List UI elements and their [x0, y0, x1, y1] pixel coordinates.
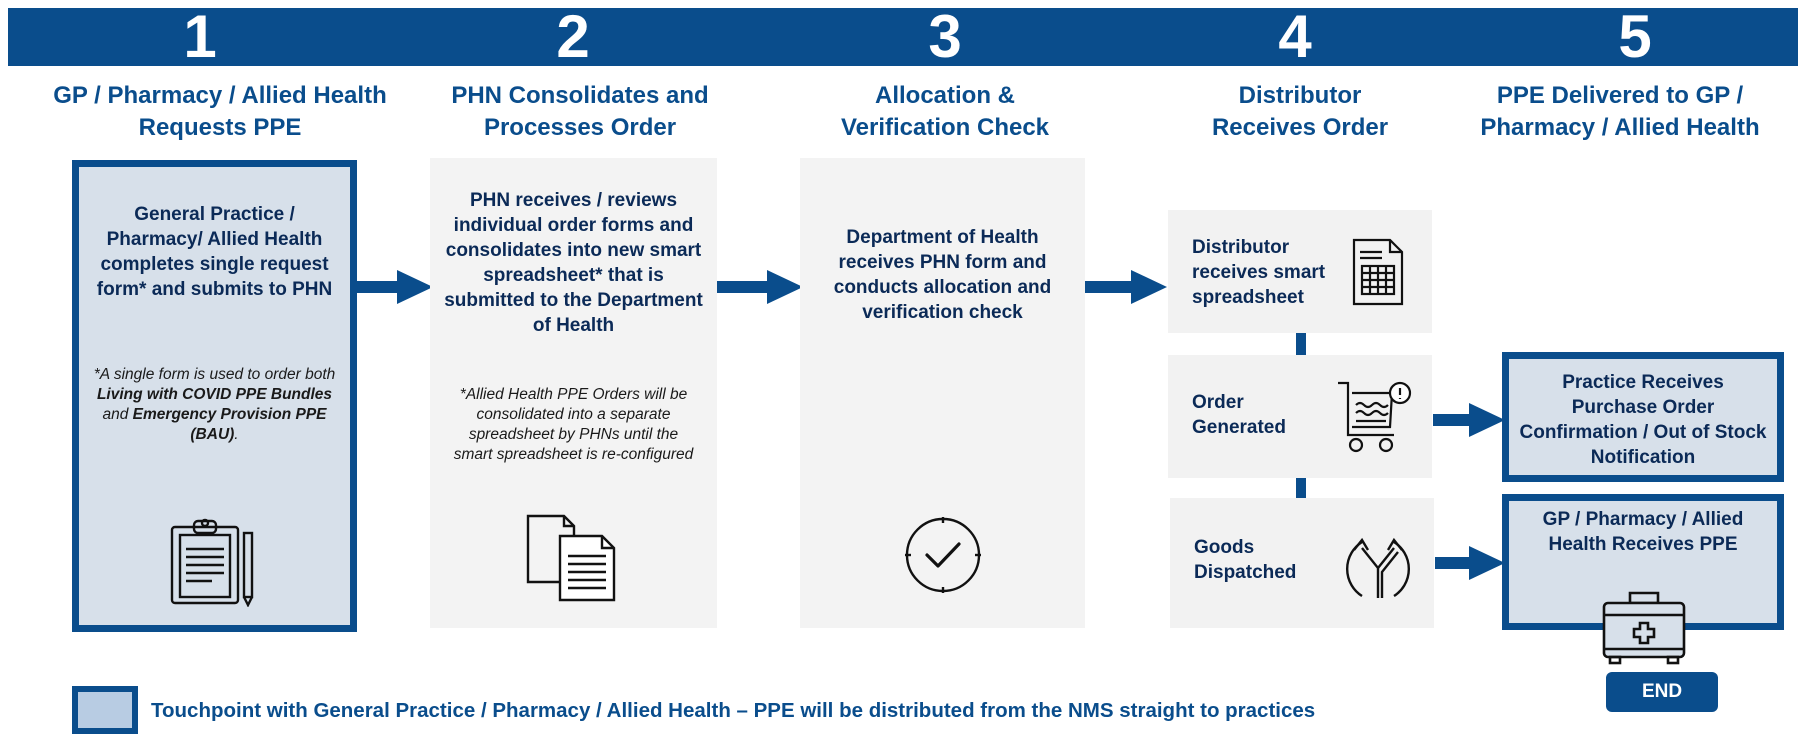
- dispatch-icon: [1345, 537, 1411, 598]
- connector-1: [1296, 333, 1306, 355]
- goods-dispatched-label: Goods Dispatched: [1194, 537, 1297, 583]
- goods-dispatched-box: Goods Dispatched: [1170, 498, 1434, 628]
- flow-arrow-dispatch-to-receive: [1435, 546, 1505, 580]
- step2-card: PHN receives / reviews individual order …: [430, 158, 717, 628]
- step2-footnote: *Allied Health PPE Orders will be consol…: [453, 386, 694, 463]
- order-generated-label: Order Generated: [1192, 392, 1286, 438]
- order-generated-box: Order Generated: [1168, 355, 1432, 478]
- first-aid-kit-icon: [1602, 591, 1686, 665]
- step-number-5: 5: [1618, 3, 1652, 70]
- step1-description: General Practice / Pharmacy/ Allied Heal…: [96, 204, 333, 300]
- step-number-3: 3: [928, 3, 962, 70]
- flow-arrow-order-to-confirmation: [1433, 403, 1505, 437]
- step1-footnote: *A single form is used to order both Liv…: [93, 366, 336, 443]
- step3-card: Department of Health receives PHN form a…: [800, 158, 1085, 628]
- flow-arrow-3-4: [1085, 270, 1167, 304]
- step-title-2: PHN Consolidates and Processes Order: [451, 82, 709, 141]
- step-number-1: 1: [183, 3, 217, 70]
- confirmation-card: Practice Receives Purchase Order Confirm…: [1502, 352, 1784, 482]
- step-number-4: 4: [1278, 3, 1312, 70]
- step-title-5: PPE Delivered to GP / Pharmacy / Allied …: [1480, 82, 1760, 141]
- step-title-3: Allocation & Verification Check: [840, 82, 1050, 141]
- step2-description: PHN receives / reviews individual order …: [444, 190, 703, 336]
- flow-arrow-1-2: [357, 270, 433, 304]
- verified-check-icon: [905, 517, 981, 593]
- clipboard-icon: [170, 518, 254, 607]
- step-title-4: Distributor Receives Order: [1211, 82, 1389, 141]
- step-title-1: GP / Pharmacy / Allied Health Requests P…: [53, 82, 387, 141]
- touchpoint-legend-text: Touchpoint with General Practice / Pharm…: [151, 699, 1316, 722]
- step-number-2: 2: [556, 3, 590, 70]
- distributor-receives-box: Distributor receives smart spreadsheet: [1168, 210, 1432, 333]
- documents-icon: [526, 514, 616, 602]
- step3-description: Department of Health receives PHN form a…: [833, 227, 1052, 323]
- cart-icon: [1338, 381, 1412, 453]
- distributor-receives-label: Distributor receives smart spreadsheet: [1192, 237, 1326, 308]
- touchpoint-legend-swatch: [72, 686, 138, 734]
- connector-2: [1296, 478, 1306, 498]
- spreadsheet-icon: [1352, 238, 1404, 306]
- step1-card: General Practice / Pharmacy/ Allied Heal…: [72, 160, 357, 632]
- flow-arrow-2-3: [717, 270, 803, 304]
- confirmation-text: Practice Receives Purchase Order Confirm…: [1519, 372, 1767, 468]
- end-badge: END: [1606, 672, 1718, 712]
- step-number-bar: [8, 8, 1798, 66]
- receives-ppe-text: GP / Pharmacy / Allied Health Receives P…: [1542, 509, 1744, 555]
